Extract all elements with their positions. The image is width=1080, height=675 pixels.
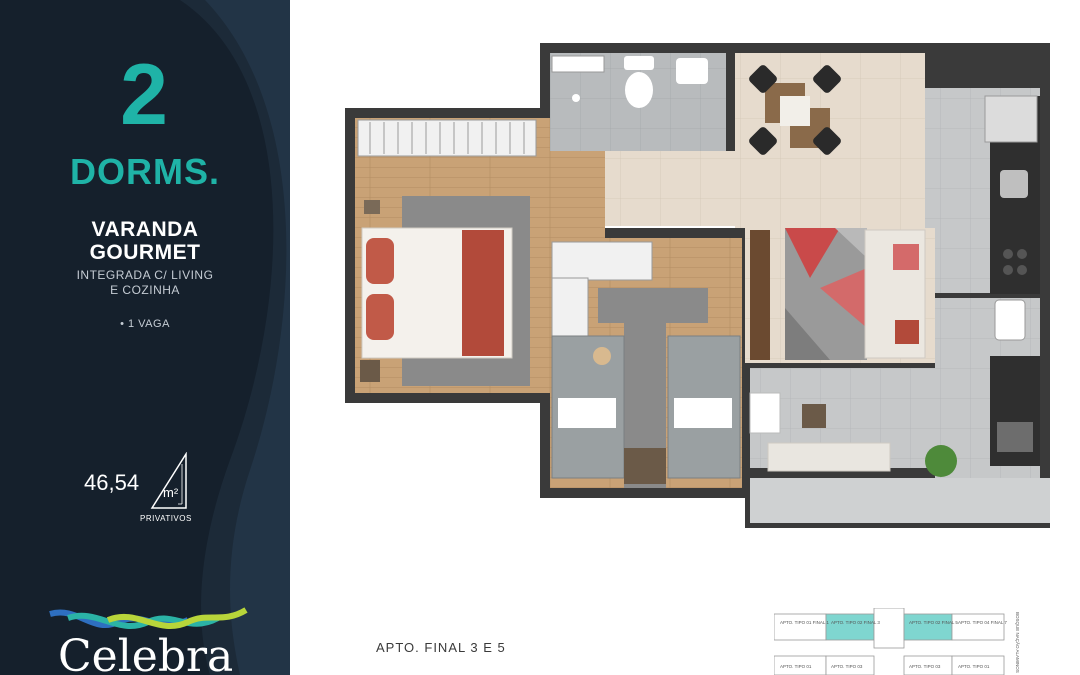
- plant: [925, 445, 957, 477]
- area-unit: m²: [163, 485, 179, 500]
- bedroom-label: DORMS.: [70, 151, 220, 192]
- floor-plan: [345, 43, 1050, 528]
- area-triangle-icon: [150, 452, 187, 509]
- keyplan-unit-label: APTO. TIPO 04 FINAL 7: [958, 620, 1007, 625]
- kitchen-sink: [1000, 170, 1028, 198]
- pillow: [674, 398, 732, 428]
- shower-drain: [572, 94, 580, 102]
- feature-title-line1: VARANDA: [91, 218, 199, 241]
- area-value: 46,54: [84, 470, 140, 495]
- toilet-bowl: [625, 72, 653, 108]
- nightstand: [624, 448, 666, 484]
- nightstand: [364, 200, 380, 214]
- keyplan-unit-label: APTO. TIPO 01: [780, 664, 812, 669]
- bathroom-sink: [676, 58, 708, 84]
- balcony-coffee-table: [802, 404, 826, 428]
- refrigerator: [984, 95, 1038, 143]
- keyplan-unit-label: APTO. TIPO 02 FINAL 5: [909, 620, 958, 625]
- laundry-sink: [994, 299, 1026, 341]
- keyplan-unit-label: APTO. TIPO 01: [958, 664, 990, 669]
- pillow: [558, 398, 616, 428]
- sidebar-panel: 2 DORMS. VARANDA GOURMET INTEGRADA C/ LI…: [0, 0, 290, 675]
- tv-panel: [750, 230, 770, 360]
- feature-title: VARANDA GOURMET: [0, 218, 290, 264]
- cooktop: [1003, 249, 1027, 275]
- logo-waves-icon: [49, 607, 248, 630]
- bedroom1-wardrobe: [357, 119, 537, 157]
- feature-subtitle: INTEGRADA C/ LIVING E COZINHA: [0, 268, 290, 298]
- brand-logo-text: Celebra: [58, 631, 234, 675]
- bedroom-count: 2: [120, 47, 170, 143]
- area-label: PRIVATIVOS: [140, 514, 192, 523]
- bedroom2-wardrobe: [551, 241, 653, 281]
- nightstand: [360, 360, 380, 382]
- balcony-bench: [749, 392, 781, 434]
- bed-throw: [462, 230, 504, 356]
- balcony-sofa: [767, 442, 891, 472]
- parking-info: • 1 VAGA: [120, 318, 170, 330]
- feature-sub-line1: INTEGRADA C/ LIVING: [76, 268, 214, 282]
- cushion: [895, 320, 919, 344]
- key-plan: APTO. TIPO 01 FINAL 1 APTO. TIPO 02 FINA…: [774, 608, 1021, 675]
- pillow: [366, 294, 394, 340]
- keyplan-unit-label: APTO. TIPO 01 FINAL 1: [780, 620, 829, 625]
- teddy-bear: [593, 347, 611, 365]
- feature-sub-line2: E COZINHA: [110, 283, 180, 297]
- dining-table: [749, 65, 841, 155]
- feature-title-line2: GOURMET: [89, 241, 201, 264]
- pillow: [366, 238, 394, 284]
- keyplan-unit-label: APTO. TIPO 02 FINAL 3: [831, 620, 880, 625]
- wardrobe-hangers: [369, 122, 525, 154]
- shower-rail: [551, 55, 605, 73]
- balcony-ledge: [750, 478, 1050, 523]
- toilet-tank: [624, 56, 654, 70]
- unit-label: APTO. FINAL 3 E 5: [376, 640, 506, 655]
- keyplan-unit-label: APTO. TIPO 03: [909, 664, 941, 669]
- sidebar-wave-shape: [180, 0, 290, 675]
- keyplan-side-label: BOSQUE NAÇÃO ALAMINOS: [1015, 612, 1021, 673]
- living-rug: [785, 228, 867, 360]
- grill: [997, 422, 1033, 452]
- cushion: [893, 244, 919, 270]
- keyplan-unit-label: APTO. TIPO 03: [831, 664, 863, 669]
